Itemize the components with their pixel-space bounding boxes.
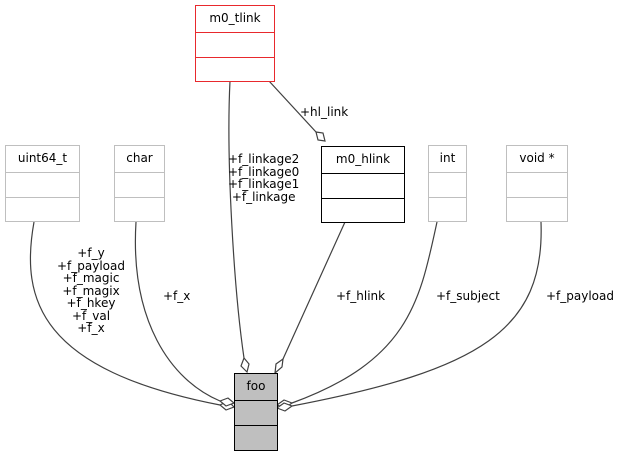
class-name: char xyxy=(115,146,164,173)
edge-label-line: +f_linkage0 xyxy=(228,164,300,179)
methods-section xyxy=(6,198,79,223)
edge-label-line: +f_y xyxy=(77,246,105,260)
edge-label-line: +f_x xyxy=(77,321,105,335)
edge-label-line: +f_linkage2 xyxy=(228,152,300,166)
edge-label-line: +hl_link xyxy=(300,105,349,119)
edge-label-line: +f_magic xyxy=(62,271,120,285)
class-name: uint64_t xyxy=(6,146,79,173)
methods-section xyxy=(115,198,164,223)
aggregation-diamond-icon xyxy=(274,357,284,375)
class-node-m0-tlink[interactable]: m0_tlink xyxy=(195,5,275,82)
class-name: m0_hlink xyxy=(322,147,404,174)
edge-label-payload: +f_payload xyxy=(546,290,614,303)
edge-void xyxy=(291,221,542,407)
class-node-foo[interactable]: foo xyxy=(234,373,278,451)
edge-label-line: +f_hlink xyxy=(336,289,386,303)
class-name: m0_tlink xyxy=(196,6,274,33)
class-node-uint64-t[interactable]: uint64_t xyxy=(5,145,80,222)
class-node-m0-hlink[interactable]: m0_hlink xyxy=(321,146,405,223)
attributes-section xyxy=(115,173,164,198)
attributes-section xyxy=(196,33,274,58)
edge-uint64 xyxy=(29,221,221,406)
aggregation-diamond-icon xyxy=(240,356,250,374)
class-name: void * xyxy=(507,146,567,173)
edge-label-line: +f_subject xyxy=(436,289,500,303)
edge-label-line: +f_linkage xyxy=(231,189,296,204)
edge-label-subject: +f_subject xyxy=(436,290,500,303)
edge-char xyxy=(134,221,221,402)
aggregation-diamond-icon xyxy=(315,131,326,142)
attributes-section xyxy=(6,173,79,198)
class-node-void-ptr[interactable]: void * xyxy=(506,145,568,222)
class-node-int[interactable]: int xyxy=(428,145,467,222)
methods-section xyxy=(235,426,277,451)
edge-label-linkage: +f_linkage2 +f_linkage0 +f_linkage1 +f_l… xyxy=(228,153,299,203)
methods-section xyxy=(196,58,274,83)
edge-label-line: +f_payload xyxy=(546,289,614,303)
class-name: int xyxy=(429,146,466,173)
edge-label-line: +f_magix xyxy=(62,283,120,298)
methods-section xyxy=(507,198,567,223)
edge-label-line: +f_payload xyxy=(57,258,125,273)
edge-label-hlink: +f_hlink xyxy=(336,290,385,303)
edge-label-char: +f_x xyxy=(163,290,190,303)
class-node-char[interactable]: char xyxy=(114,145,165,222)
edge-label-uint64: +f_y +f_payload +f_magic +f_magix +f_hke… xyxy=(50,247,132,335)
edge-f-hlink xyxy=(282,221,346,360)
attributes-section xyxy=(235,401,277,426)
edge-label-line: +f_val xyxy=(71,308,111,323)
class-name: foo xyxy=(235,374,277,401)
attributes-section xyxy=(322,174,404,199)
edge-label-line: +f_x xyxy=(163,289,191,303)
attributes-section xyxy=(429,173,466,198)
attributes-section xyxy=(507,173,567,198)
methods-section xyxy=(429,198,466,223)
edge-int xyxy=(291,221,438,404)
edge-label-line: +f_hkey xyxy=(66,296,116,310)
methods-section xyxy=(322,199,404,224)
edge-label-hl-link: +hl_link xyxy=(300,106,348,119)
edge-hl-link xyxy=(268,80,317,133)
edge-f-linkage xyxy=(228,80,245,359)
edge-label-line: +f_linkage1 xyxy=(228,177,300,191)
